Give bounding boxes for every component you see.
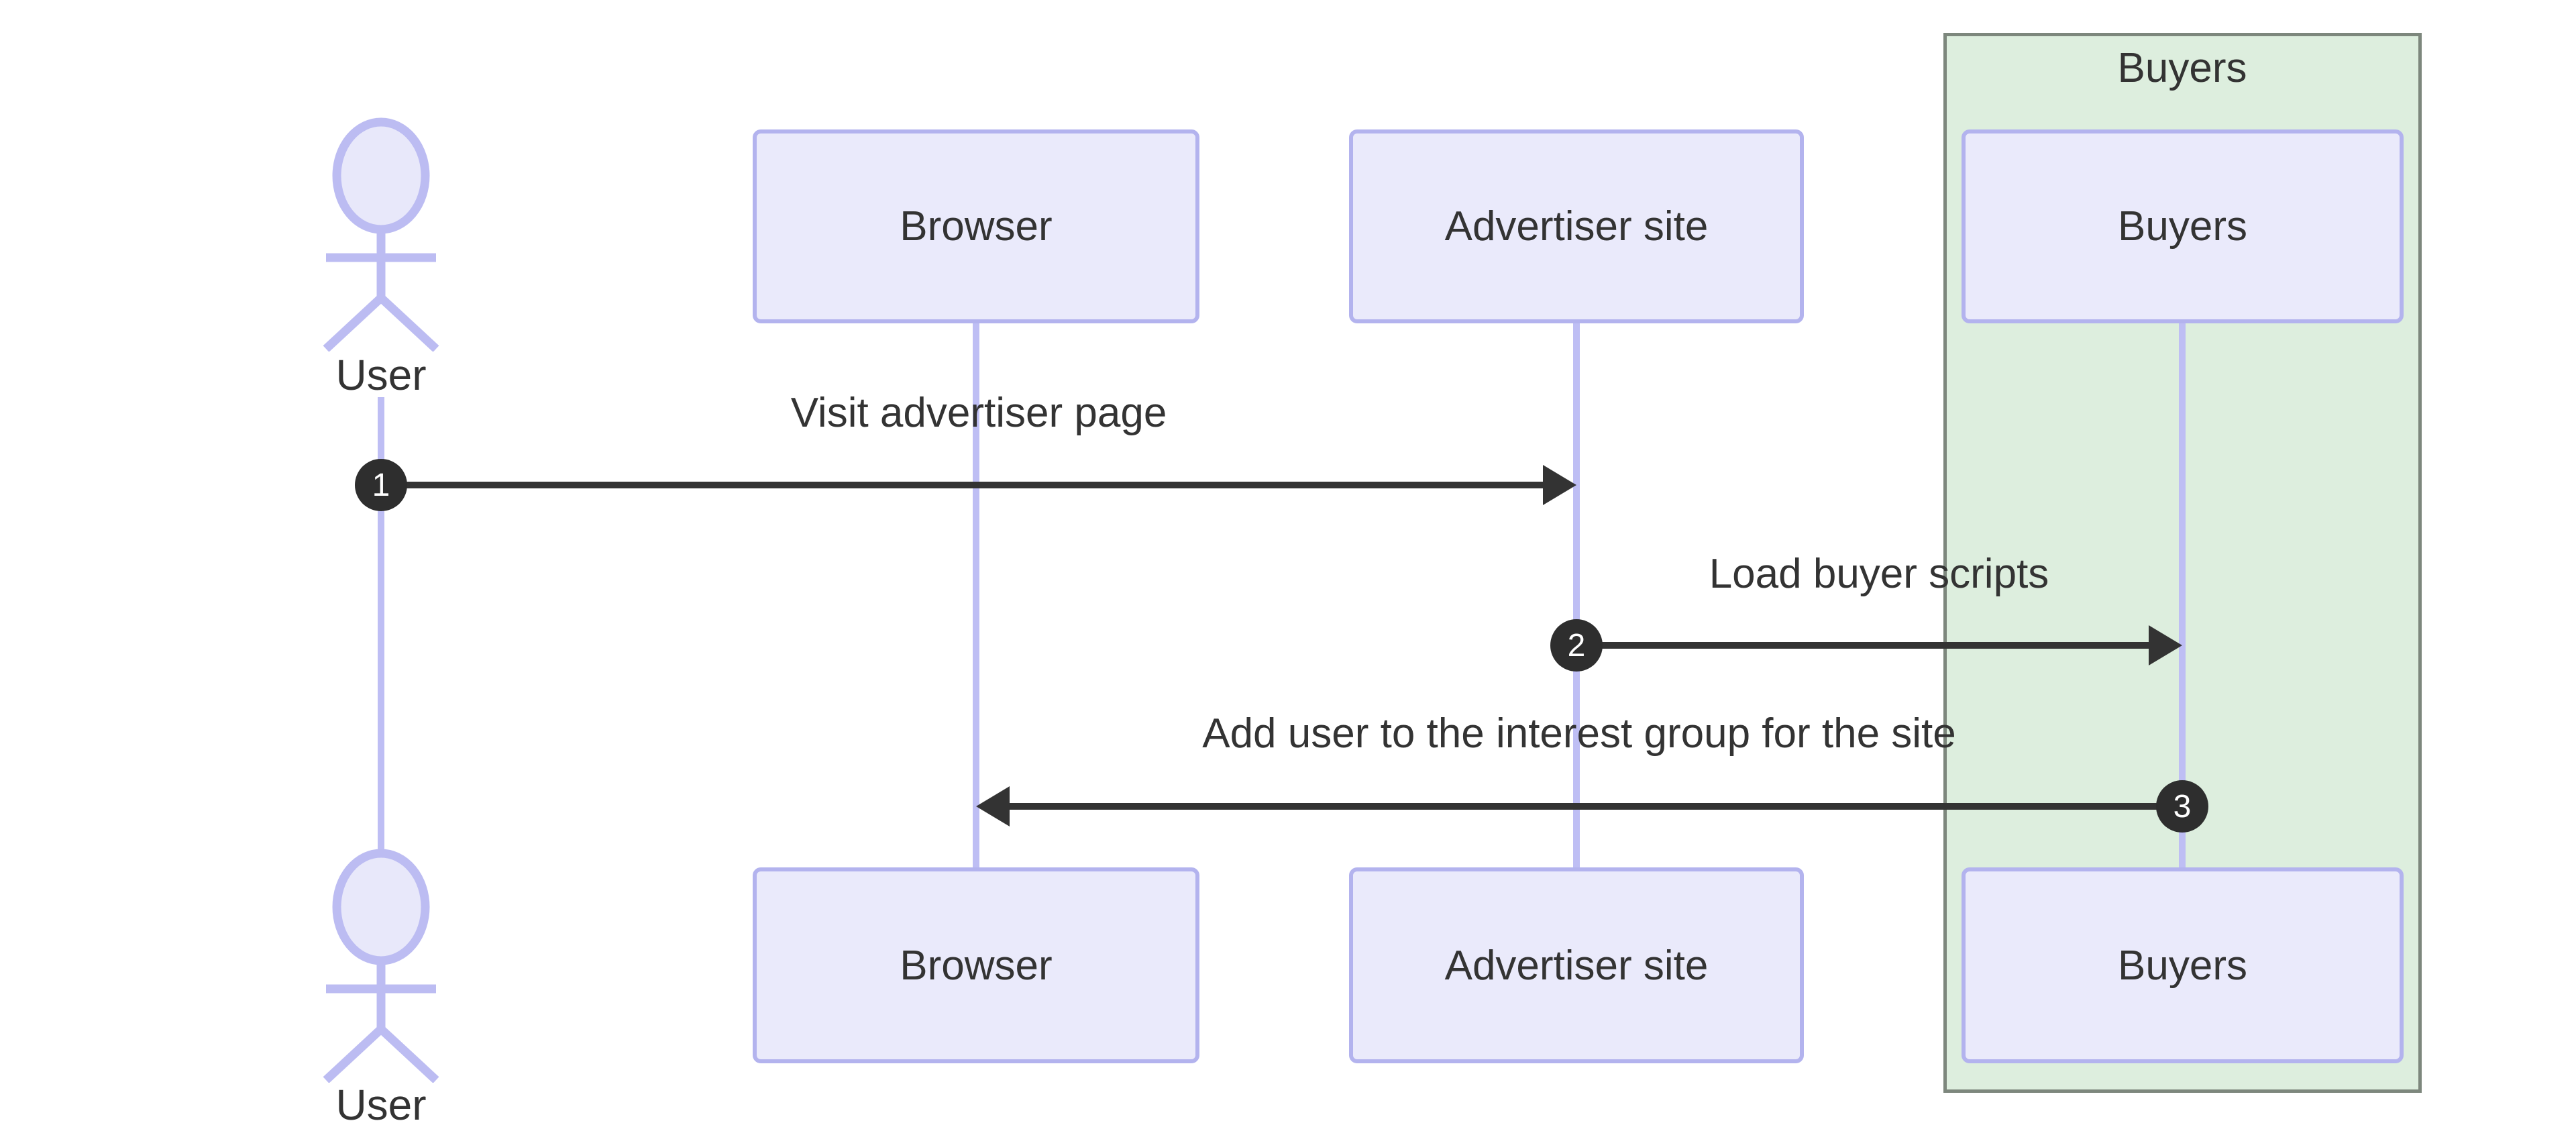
- message-1-label: Visit advertiser page: [790, 390, 1167, 436]
- buyers-group-label: Buyers: [2117, 45, 2247, 91]
- participant-buyers-bottom-label: Buyers: [2118, 942, 2247, 989]
- user-actor-icon: [323, 117, 439, 352]
- participant-buyers-top-label: Buyers: [2118, 203, 2247, 250]
- participant-browser-top-label: Browser: [900, 203, 1053, 250]
- message-3-seq-badge: 3: [2156, 780, 2208, 833]
- participant-browser-top: Browser: [753, 129, 1199, 323]
- message-3-label: Add user to the interest group for the s…: [1202, 710, 1956, 757]
- message-1-seq-number: 1: [372, 467, 390, 503]
- message-2-seq-badge: 2: [1550, 619, 1603, 672]
- message-3-line: [1008, 803, 2182, 810]
- message-1-seq-badge: 1: [355, 459, 407, 511]
- message-2-line: [1576, 642, 2150, 649]
- participant-browser-bottom-label: Browser: [900, 942, 1053, 989]
- participant-browser-bottom: Browser: [753, 867, 1199, 1063]
- participant-buyers-top: Buyers: [1962, 129, 2404, 323]
- message-2-arrowhead-icon: [2149, 625, 2182, 665]
- user-actor-icon-bottom: [323, 849, 439, 1083]
- message-3-seq-number: 3: [2173, 788, 2192, 824]
- lifeline-user: [378, 397, 384, 852]
- lifeline-advertiser: [1573, 323, 1580, 867]
- participant-buyers-bottom: Buyers: [1962, 867, 2404, 1063]
- user-label-top: User: [335, 351, 427, 399]
- user-label-bottom: User: [335, 1081, 427, 1123]
- message-1-line: [381, 482, 1547, 488]
- participant-advertiser-bottom: Advertiser site: [1349, 867, 1804, 1063]
- lifeline-buyers: [2179, 323, 2186, 867]
- participant-advertiser-top-label: Advertiser site: [1444, 203, 1709, 250]
- message-1-arrowhead-icon: [1543, 465, 1576, 505]
- participant-advertiser-bottom-label: Advertiser site: [1444, 942, 1709, 989]
- lifeline-browser: [973, 323, 979, 867]
- message-2-label: Load buyer scripts: [1709, 551, 2049, 597]
- message-2-seq-number: 2: [1567, 627, 1586, 663]
- participant-advertiser-top: Advertiser site: [1349, 129, 1804, 323]
- message-3-arrowhead-icon: [976, 786, 1010, 826]
